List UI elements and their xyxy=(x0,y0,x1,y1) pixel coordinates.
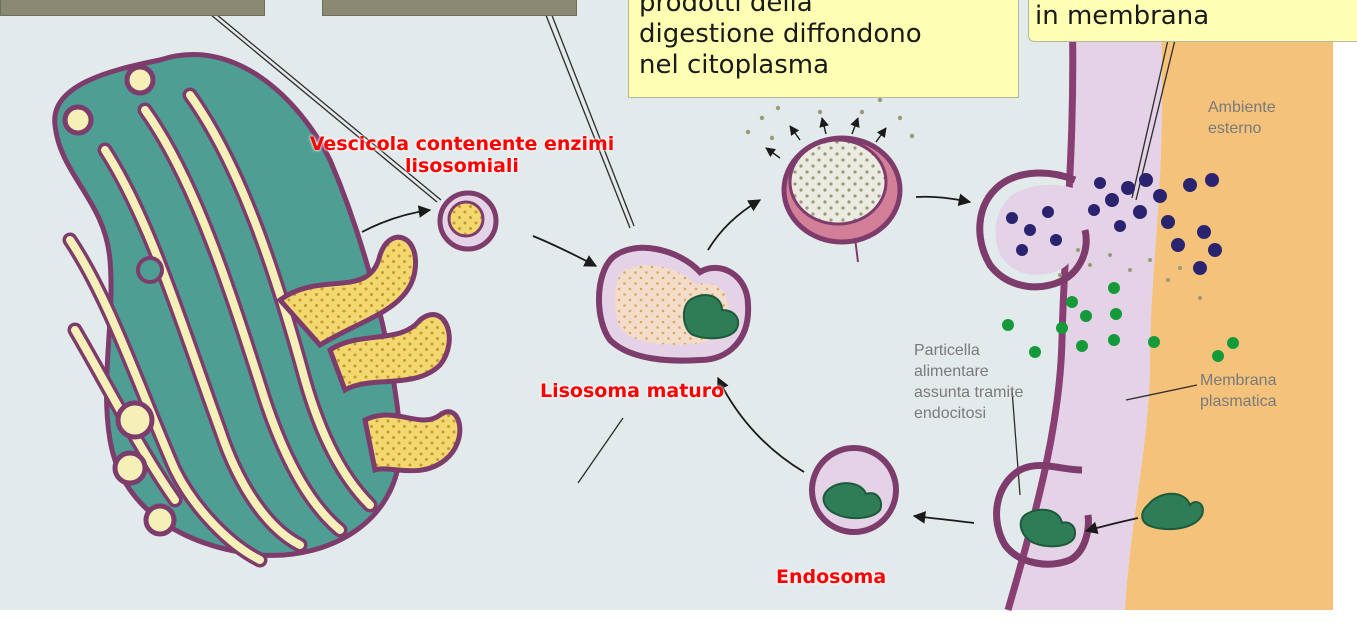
callout-membrane-text: in membrana xyxy=(1035,1,1209,32)
label-food-particle: Particella alimentare assunta tramite en… xyxy=(914,340,1023,424)
endosome xyxy=(812,448,896,532)
label-external-environment: Ambiente esterno xyxy=(1208,97,1276,139)
callout-digestion-products: prodotti della digestione diffondono nel… xyxy=(628,0,1019,98)
label-mature-lysosome: Lisosoma maturo xyxy=(540,380,724,402)
top-box-left xyxy=(0,0,265,16)
label-endosome: Endosoma xyxy=(776,566,886,588)
label-enzyme-vesicle: Vescicola contenente enzimi lisosomiali xyxy=(272,133,652,177)
label-plasma-membrane: Membrana plasmatica xyxy=(1200,370,1276,412)
top-box-middle xyxy=(322,0,577,16)
callout-membrane: in membrana xyxy=(1028,0,1357,42)
enzyme-vesicle xyxy=(440,193,496,249)
callout-digestion-text: prodotti della digestione diffondono nel… xyxy=(639,0,922,81)
